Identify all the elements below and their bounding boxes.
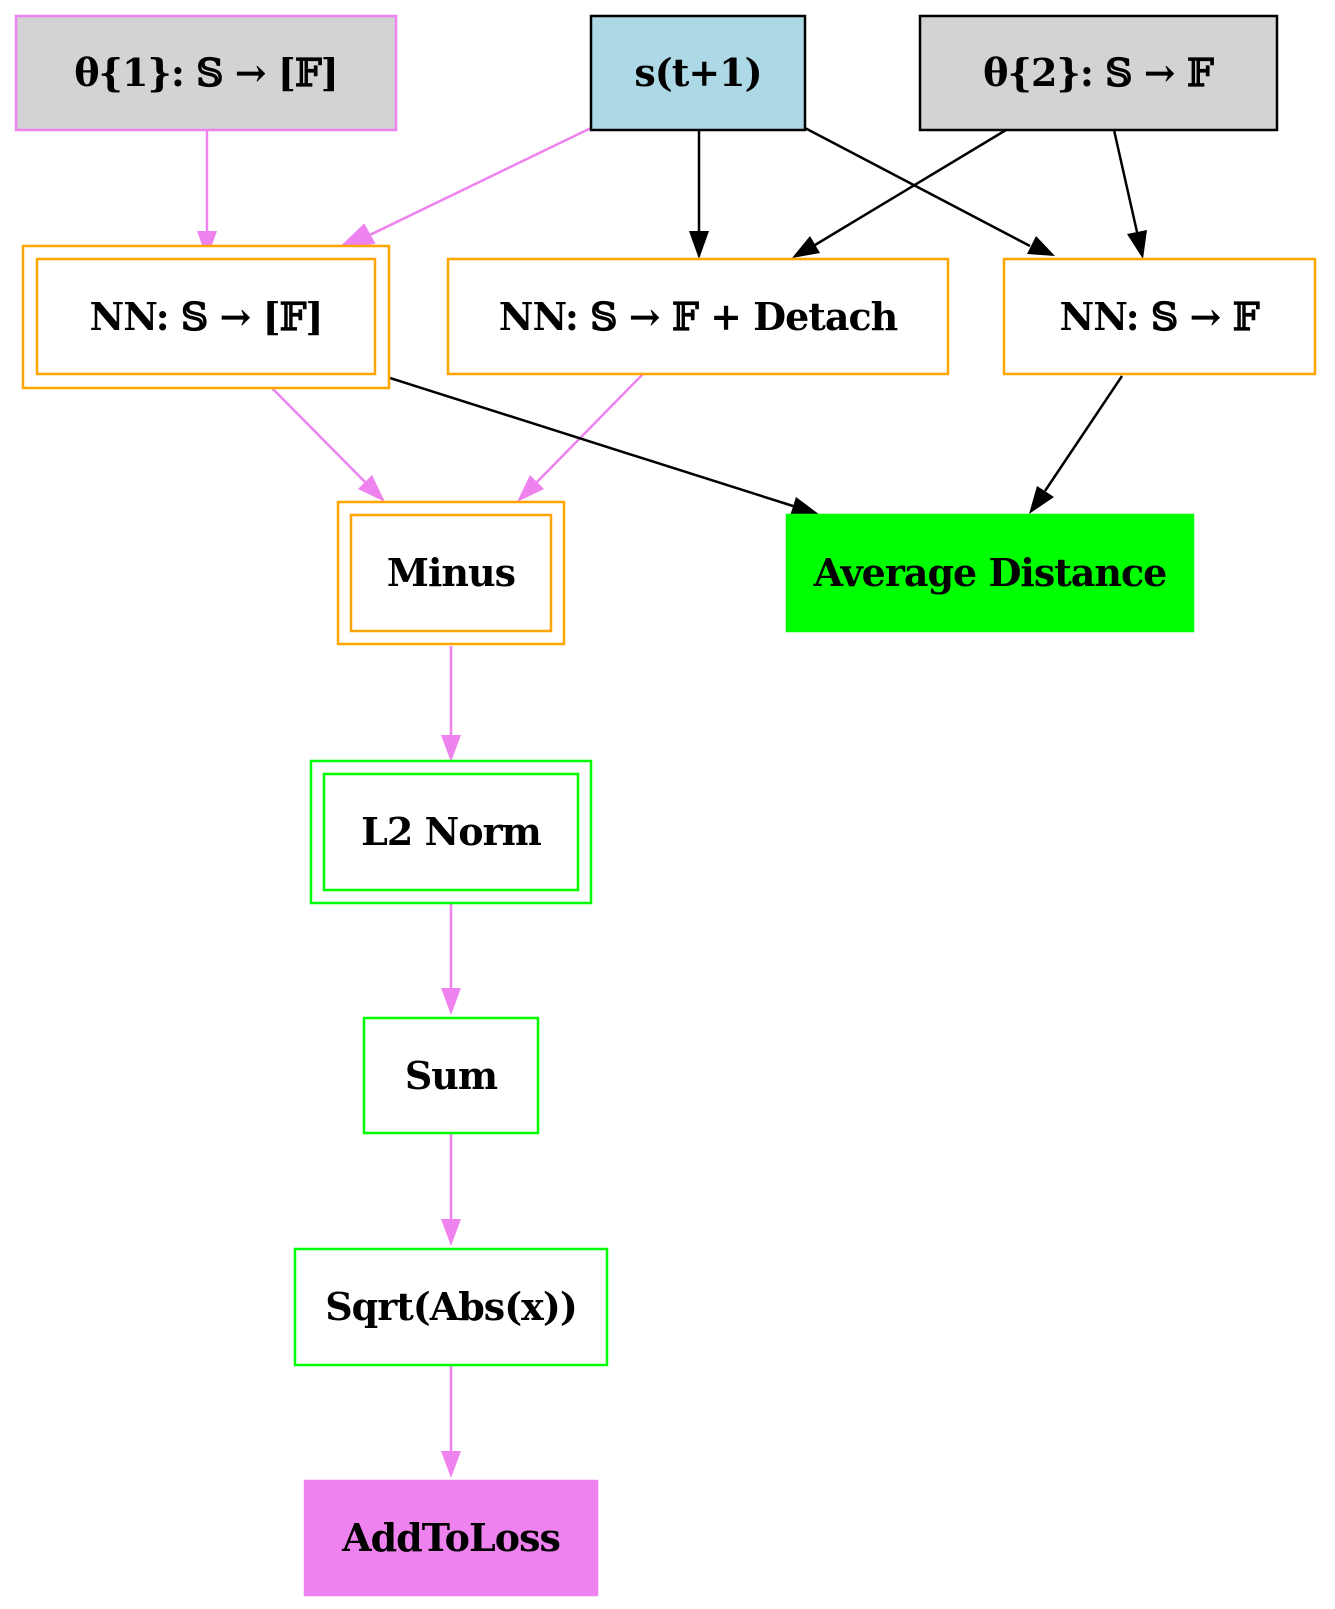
edge-nn-list-to-avg-distance-head <box>790 497 820 516</box>
edge-nn-detach-to-minus-head <box>517 475 544 502</box>
edge-theta2-to-nn-detach <box>814 128 1007 247</box>
edge-nn-single-to-avg-distance-head <box>1029 486 1054 514</box>
node-nn-detach-label: NN: 𝕊 → 𝔽 + Detach <box>499 294 898 339</box>
node-avg-distance-box <box>785 513 1195 633</box>
nodes: θ{1}: 𝕊 → [𝔽] s(t+1) θ{2}: 𝕊 → 𝔽 NN: 𝕊 →… <box>14 14 1317 1597</box>
node-sum: Sum <box>362 1016 540 1135</box>
node-minus-inner-border <box>349 513 553 633</box>
edge-nn-list-to-minus-head <box>358 475 385 502</box>
node-sum-label: Sum <box>405 1053 498 1098</box>
node-nn-list-inner-border <box>35 257 377 376</box>
node-state-next-label: s(t+1) <box>634 50 761 95</box>
node-state-next: s(t+1) <box>589 14 807 132</box>
node-add-to-loss-box <box>303 1479 599 1597</box>
node-add-to-loss: AddToLoss <box>303 1479 599 1597</box>
node-sqrt-abs: Sqrt(Abs(x)) <box>293 1247 609 1367</box>
node-avg-distance: Average Distance <box>785 513 1195 633</box>
edge-sqrt-abs-to-add-to-loss-head <box>441 1451 461 1478</box>
edge-l2norm-to-sum-head <box>441 988 461 1015</box>
edge-state-to-nn-detach-head <box>689 231 709 259</box>
node-nn-list: NN: 𝕊 → [𝔽] <box>21 244 391 390</box>
node-sum-box <box>362 1016 540 1135</box>
node-nn-detach: NN: 𝕊 → 𝔽 + Detach <box>446 257 950 376</box>
node-nn-single-label: NN: 𝕊 → 𝔽 <box>1059 294 1260 339</box>
node-theta2-box <box>918 14 1279 132</box>
node-l2norm-label: L2 Norm <box>361 809 541 854</box>
node-nn-single-box <box>1002 257 1317 376</box>
node-sqrt-abs-label: Sqrt(Abs(x)) <box>325 1284 577 1329</box>
node-theta1-box <box>14 14 398 132</box>
edge-theta2-to-nn-single <box>1112 129 1139 233</box>
node-l2norm-inner-border <box>322 772 580 892</box>
edge-state-to-nn-list <box>346 126 592 248</box>
edge-state-to-nn-single <box>804 126 1031 248</box>
node-l2norm: L2 Norm <box>309 759 593 905</box>
edge-sum-to-sqrt-abs-head <box>441 1219 461 1246</box>
edge-state-to-nn-list-head <box>337 223 376 250</box>
edge-state-to-nn-single-head <box>1027 236 1055 256</box>
node-nn-detach-box <box>446 257 950 376</box>
node-nn-list-label: NN: 𝕊 → [𝔽] <box>89 294 322 339</box>
node-minus: Minus <box>336 500 566 646</box>
node-avg-distance-label: Average Distance <box>813 550 1167 595</box>
node-sqrt-abs-box <box>293 1247 609 1367</box>
node-state-next-box <box>589 14 807 132</box>
edge-nn-detach-to-minus <box>536 373 644 483</box>
edge-nn-list-to-avg-distance <box>389 376 794 508</box>
node-theta1: θ{1}: 𝕊 → [𝔽] <box>14 14 398 132</box>
node-minus-label: Minus <box>387 550 515 595</box>
node-nn-single: NN: 𝕊 → 𝔽 <box>1002 257 1317 376</box>
node-theta2-label: θ{2}: 𝕊 → 𝔽 <box>983 50 1215 95</box>
node-theta1-label: θ{1}: 𝕊 → [𝔽] <box>74 50 338 95</box>
edge-theta2-to-nn-single-head <box>1127 230 1147 259</box>
edge-minus-to-l2norm-head <box>441 735 461 762</box>
edge-nn-list-to-minus <box>271 387 366 483</box>
node-add-to-loss-label: AddToLoss <box>341 1515 560 1560</box>
node-theta2: θ{2}: 𝕊 → 𝔽 <box>918 14 1279 132</box>
edge-nn-single-to-avg-distance <box>1043 375 1124 492</box>
edge-theta2-to-nn-detach-head <box>792 236 820 258</box>
